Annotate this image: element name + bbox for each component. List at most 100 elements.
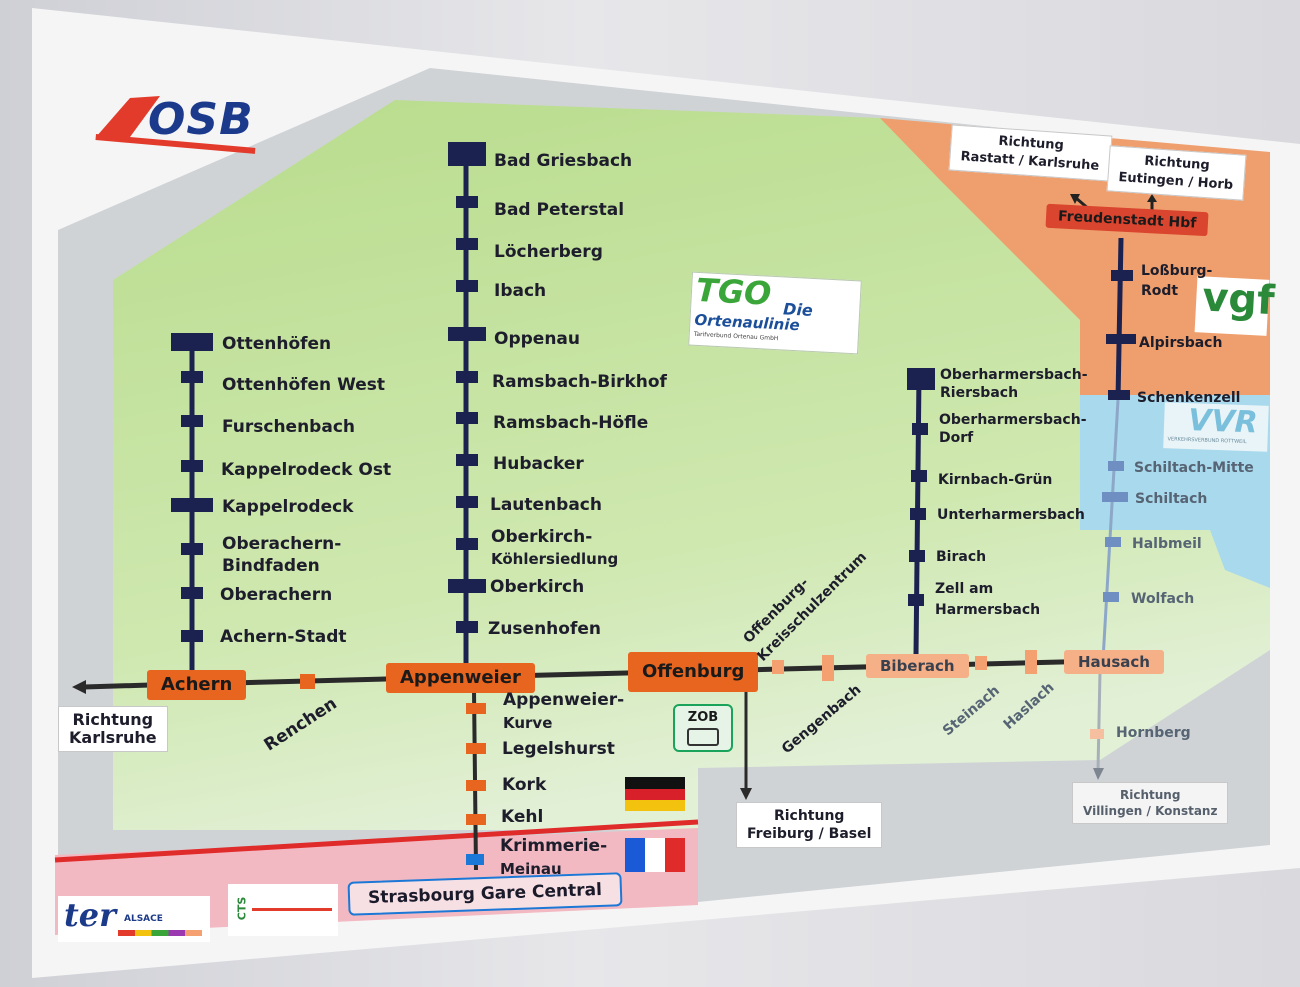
label-kirnbach-gruen: Kirnbach-Grün [938,472,1053,488]
french-flag [625,838,685,872]
label-oberkirch: Oberkirch [490,577,585,597]
villingen-arrow [1093,768,1104,780]
stop-achern-stadt[interactable] [181,630,203,642]
stop-schiltach-mitte[interactable] [1108,461,1124,471]
label-zell-am-harmersbach-2: Harmersbach [935,602,1041,618]
stop-alpirsbach[interactable] [1106,334,1136,344]
label-schenkenzell: Schenkenzell [1137,390,1241,406]
stop-haslach[interactable] [1025,650,1037,674]
stop-appenweier-kurve[interactable] [466,703,486,714]
stop-zusenhofen[interactable] [456,621,478,633]
stop-hubacker[interactable] [456,454,478,466]
label-kork: Kork [502,775,547,795]
stop-hornberg[interactable] [1090,729,1104,739]
hub-achern[interactable]: Achern [147,670,247,700]
stop-oberharmersbach-riersbach[interactable] [907,368,935,390]
hub-biberach[interactable]: Biberach [866,654,969,678]
label-ramsbach-birkhof: Ramsbach-Birkhof [492,372,667,392]
label-hornberg: Hornberg [1116,725,1191,741]
osb-logo-swoosh [96,96,160,137]
stop-halbmeil[interactable] [1105,537,1121,547]
vgf-logo-text: vgf [1201,274,1276,325]
stop-ottenhoefen[interactable] [171,333,213,351]
label-lossburg-rodt-1: Loßburg- [1141,263,1213,279]
label-birach: Birach [936,549,987,565]
stop-oberachern[interactable] [181,587,203,599]
stop-schenkenzell[interactable] [1108,390,1130,400]
stop-zell-am-harmersbach[interactable] [908,594,924,606]
stop-oberachern-bindfaden[interactable] [181,543,203,555]
label-kehl: Kehl [501,807,544,827]
label-halbmeil: Halbmeil [1132,536,1202,552]
stop-lossburg-rodt[interactable] [1111,270,1133,281]
label-lossburg-rodt-2: Rodt [1141,283,1179,299]
stop-ibach[interactable] [456,280,478,292]
stop-renchen[interactable] [300,674,315,689]
stop-kappelrodeck[interactable] [171,498,213,512]
stop-lautenbach[interactable] [456,496,478,508]
label-appenweier-kurve-1: Appenweier- [503,690,625,710]
stop-bad-griesbach[interactable] [448,142,486,166]
cts-logo: CTS [228,884,338,936]
ter-logo-region: ALSACE [124,914,163,924]
stop-offenburg-kreisschulzentrum[interactable] [772,660,784,674]
stop-steinach[interactable] [975,656,987,670]
stop-schiltach[interactable] [1102,492,1128,502]
label-oberkirch-koehlersiedlung-2: Köhlersiedlung [491,550,619,568]
zob-bus-station[interactable]: ZOB [673,704,733,752]
label-oberachern: Oberachern [220,585,333,605]
eutingen-arrow [1147,194,1157,202]
direction-karlsruhe-line1: Richtung [72,710,154,729]
label-kappelrodeck-ost: Kappelrodeck Ost [221,460,392,480]
stop-legelshurst[interactable] [466,743,486,754]
label-appenweier-kurve-2: Kurve [503,714,553,732]
direction-karlsruhe-line2: Karlsruhe [69,728,157,747]
hub-offenburg[interactable]: Offenburg [628,652,759,692]
stop-oberkirch[interactable] [448,579,486,593]
ter-alsace-logo: ter ALSACE [58,896,210,942]
label-ibach: Ibach [494,281,547,301]
stop-ramsbach-hoefle[interactable] [456,412,478,424]
label-alpirsbach: Alpirsbach [1139,335,1223,351]
stop-oppenau[interactable] [448,327,486,341]
osb-logo: OSB [148,94,254,145]
stop-ramsbach-birkhof[interactable] [456,371,478,383]
label-oberachern-bindfaden-1: Oberachern- [222,534,342,554]
ter-logo-stripes [118,930,202,936]
stop-loecherberg[interactable] [456,238,478,250]
stop-krimmerie-meinau[interactable] [466,854,484,865]
stop-kehl[interactable] [466,814,486,825]
stop-bad-peterstal[interactable] [456,196,478,208]
hornberg-line [1096,671,1102,771]
label-schiltach-mitte: Schiltach-Mitte [1134,460,1254,476]
vgf-logo: vgf [1194,274,1276,336]
rastatt-arrow [1070,194,1080,204]
vvr-logo-text: VVR [1187,403,1259,441]
stop-kirnbach-gruen[interactable] [911,470,927,482]
hub-hausach[interactable]: Hausach [1064,650,1164,674]
stop-furschenbach[interactable] [181,415,203,427]
label-zusenhofen: Zusenhofen [488,619,601,639]
label-ottenhoefen-west: Ottenhöfen West [222,375,385,395]
direction-freiburg-line2: Freiburg / Basel [747,826,872,842]
label-oberachern-bindfaden-2: Bindfaden [222,556,320,576]
stop-oberkirch-koehlersiedlung[interactable] [456,538,478,550]
stop-oberharmersbach-dorf[interactable] [912,423,928,435]
stop-gengenbach[interactable] [822,655,834,681]
label-lautenbach: Lautenbach [490,495,602,515]
hub-appenweier[interactable]: Appenweier [386,663,535,693]
stop-kappelrodeck-ost[interactable] [181,460,203,472]
tgo-logo-mark: TGO [695,270,773,313]
stop-ottenhoefen-west[interactable] [181,371,203,383]
border-line [54,819,699,863]
stop-birach[interactable] [909,550,925,562]
label-oberharmersbach-dorf-2: Dorf [939,430,974,446]
label-loecherberg: Löcherberg [494,242,603,262]
stop-kork[interactable] [466,780,486,791]
label-ramsbach-hoefle: Ramsbach-Höfle [493,413,649,433]
stop-wolfach[interactable] [1103,592,1119,602]
label-oppenau: Oppenau [494,329,580,349]
direction-villingen-line2: Villingen / Konstanz [1083,804,1218,818]
stop-unterharmersbach[interactable] [910,508,926,520]
label-furschenbach: Furschenbach [222,417,356,437]
